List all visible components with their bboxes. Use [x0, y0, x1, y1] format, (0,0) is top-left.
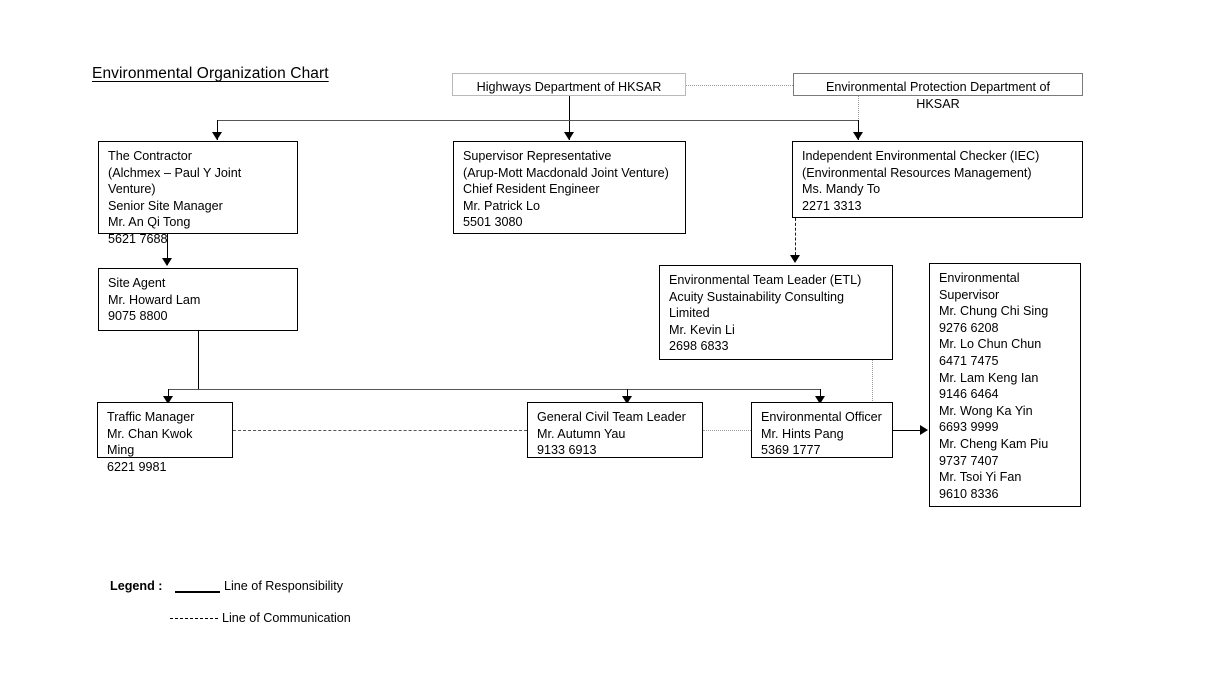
legend-responsibility-text: Line of Responsibility	[224, 579, 344, 593]
arrow-down-iec	[853, 132, 863, 140]
node-supervisor-representative[interactable]: Supervisor Representative (Arup-Mott Mac…	[453, 141, 686, 234]
arrow-down-env-officer	[815, 396, 825, 404]
bus-lower-distribution	[168, 389, 821, 390]
node-general-civil-team-leader[interactable]: General Civil Team Leader Mr. Autumn Yau…	[527, 402, 703, 458]
link-highways-stem	[569, 96, 570, 140]
link-epd-stem	[858, 96, 859, 121]
arrow-down-site-agent	[162, 258, 172, 266]
node-highways-department[interactable]: Highways Department of HKSAR	[452, 73, 686, 96]
page-title: Environmental Organization Chart	[92, 65, 329, 82]
arrow-down-contractor	[212, 132, 222, 140]
legend-solid-line-sample	[175, 591, 220, 593]
legend-label: Legend :	[110, 579, 163, 593]
link-site-agent-stem	[198, 331, 199, 389]
arrow-right-env-supervisor	[920, 425, 928, 435]
link-etl-to-env-officer	[872, 360, 873, 405]
link-traffic-manager-to-general-civil	[233, 430, 527, 431]
legend-communication-text: Line of Communication	[222, 611, 351, 625]
node-the-contractor[interactable]: The Contractor (Alchmex – Paul Y Joint V…	[98, 141, 298, 246]
link-contractor-to-site-agent	[167, 234, 168, 265]
link-bus-to-contractor	[217, 120, 218, 140]
arrow-down-etl	[790, 255, 800, 263]
node-environmental-officer[interactable]: Environmental Officer Mr. Hints Pang 536…	[751, 402, 893, 458]
node-traffic-manager[interactable]: Traffic Manager Mr. Chan Kwok Ming 6221 …	[97, 402, 233, 474]
legend-dashed-line-sample	[170, 618, 218, 619]
link-bus-to-iec	[858, 120, 859, 140]
link-highways-to-epd	[686, 85, 793, 86]
arrow-down-traffic-manager	[163, 396, 173, 404]
arrow-down-supervisor-rep	[564, 132, 574, 140]
node-environmental-protection-department[interactable]: Environmental Protection Department of H…	[793, 73, 1083, 111]
link-env-officer-to-env-supervisor	[893, 430, 921, 431]
node-independent-environmental-checker[interactable]: Independent Environmental Checker (IEC) …	[792, 141, 1083, 218]
node-environmental-team-leader[interactable]: Environmental Team Leader (ETL) Acuity S…	[659, 265, 893, 360]
bus-top-distribution	[217, 120, 859, 121]
node-environmental-supervisor[interactable]: Environmental Supervisor Mr. Chung Chi S…	[929, 263, 1081, 507]
node-site-agent[interactable]: Site Agent Mr. Howard Lam 9075 8800	[98, 268, 298, 331]
link-iec-to-etl	[795, 218, 796, 260]
arrow-down-general-civil	[622, 396, 632, 404]
link-general-civil-to-env-officer	[703, 430, 751, 431]
